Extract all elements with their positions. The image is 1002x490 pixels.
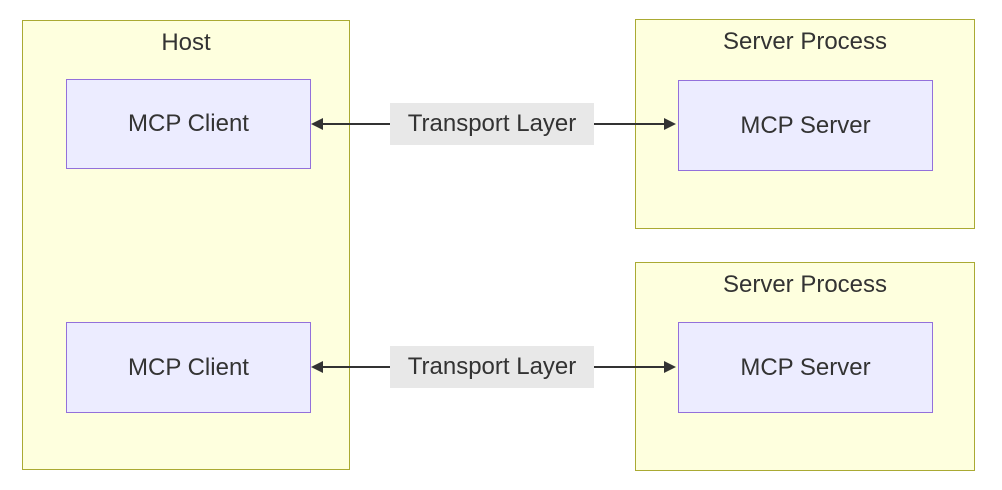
edge-1-right-arrowhead-icon xyxy=(664,118,676,130)
mcp-server-node-2: MCP Server xyxy=(678,322,933,413)
server-process-cluster-2: Server Process MCP Server xyxy=(635,262,975,471)
mcp-server-node-1: MCP Server xyxy=(678,80,933,171)
mcp-client-node-1-label: MCP Client xyxy=(128,110,249,137)
mcp-client-node-2: MCP Client xyxy=(66,322,311,413)
host-cluster-title: Host xyxy=(161,29,211,56)
mcp-client-node-1: MCP Client xyxy=(66,79,311,169)
edge-2-label: Transport Layer xyxy=(390,346,594,388)
edge-1-left-arrowhead-icon xyxy=(311,118,323,130)
server-process-cluster-1: Server Process MCP Server xyxy=(635,19,975,229)
mcp-client-node-2-label: MCP Client xyxy=(128,353,249,381)
mcp-server-node-2-label: MCP Server xyxy=(740,353,871,381)
edge-2-left-arrowhead-icon xyxy=(311,361,323,373)
mcp-server-node-1-label: MCP Server xyxy=(740,111,871,139)
edge-2-right-arrowhead-icon xyxy=(664,361,676,373)
host-cluster: Host MCP Client MCP Client xyxy=(22,20,350,470)
server-process-cluster-2-title: Server Process xyxy=(722,271,888,298)
edge-1-label: Transport Layer xyxy=(390,103,594,145)
server-process-cluster-1-title: Server Process xyxy=(722,28,888,55)
